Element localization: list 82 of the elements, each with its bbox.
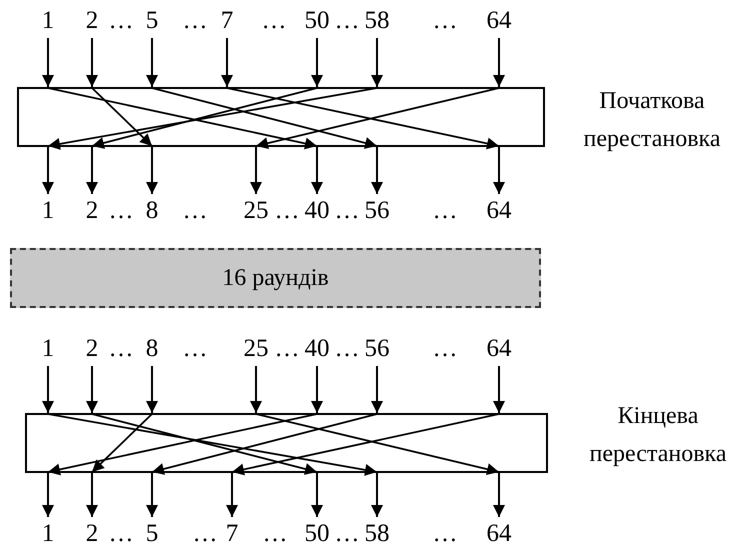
ellipsis: … xyxy=(432,8,458,34)
arrow xyxy=(42,473,54,517)
bit-position-number: 25 xyxy=(244,198,268,224)
bit-position-number: 1 xyxy=(42,336,54,362)
arrow xyxy=(371,473,383,517)
ellipsis: … xyxy=(108,198,134,224)
ellipsis: … xyxy=(262,8,286,34)
arrow xyxy=(311,473,323,517)
bit-position-number: 5 xyxy=(146,521,158,546)
block-label: 16 раундів xyxy=(222,264,329,292)
arrow xyxy=(86,366,98,413)
bit-position-number: 64 xyxy=(486,8,512,34)
arrow xyxy=(311,38,323,87)
bit-position-number: 50 xyxy=(304,521,330,546)
bit-position-number: 40 xyxy=(304,198,330,224)
bit-position-number: 1 xyxy=(42,198,54,224)
bit-position-number: 25 xyxy=(244,336,268,362)
arrow xyxy=(86,147,98,194)
ellipsis: … xyxy=(334,336,360,362)
arrow xyxy=(311,366,323,413)
arrow xyxy=(42,147,54,194)
bit-position-number: 7 xyxy=(220,8,234,34)
arrow xyxy=(146,473,158,517)
ellipsis: … xyxy=(182,336,208,362)
bit-position-number: 7 xyxy=(226,521,238,546)
ellipsis: … xyxy=(108,336,134,362)
rounds-block xyxy=(10,248,541,308)
ellipsis: … xyxy=(262,521,288,546)
bit-position-number: 2 xyxy=(86,521,98,546)
arrow xyxy=(226,473,238,517)
bit-position-number: 1 xyxy=(42,8,54,34)
ellipsis: … xyxy=(182,198,208,224)
ellipsis: … xyxy=(182,8,208,34)
arrow xyxy=(250,366,262,413)
arrow xyxy=(371,147,383,194)
bit-position-number: 8 xyxy=(146,336,158,362)
ellipsis: … xyxy=(432,336,458,362)
arrow xyxy=(86,38,98,87)
ellipsis: … xyxy=(108,8,134,34)
arrow xyxy=(493,38,505,87)
arrow xyxy=(493,366,505,413)
arrow xyxy=(250,147,262,194)
bit-position-number: 40 xyxy=(304,336,330,362)
bit-position-number: 64 xyxy=(486,521,512,546)
bit-position-number: 1 xyxy=(42,521,54,546)
arrow xyxy=(42,366,54,413)
ellipsis: … xyxy=(432,198,458,224)
arrow xyxy=(42,38,54,87)
bit-position-number: 58 xyxy=(364,8,390,34)
arrow xyxy=(493,147,505,194)
permutation-box xyxy=(17,87,545,147)
bit-position-number: 56 xyxy=(364,198,390,224)
bit-position-number: 56 xyxy=(364,336,390,362)
ellipsis: … xyxy=(108,521,134,546)
bit-position-number: 2 xyxy=(86,336,98,362)
permutation-box xyxy=(25,413,548,473)
box-caption: Кінцева перестановка xyxy=(588,402,728,469)
arrow xyxy=(371,38,383,87)
bit-position-number: 64 xyxy=(486,198,512,224)
ellipsis: … xyxy=(274,198,300,224)
ellipsis: … xyxy=(334,198,360,224)
arrow xyxy=(86,473,98,517)
bit-position-number: 8 xyxy=(146,198,158,224)
arrow xyxy=(493,473,505,517)
ellipsis: … xyxy=(334,521,360,546)
box-caption: Початкова перестановка xyxy=(582,87,722,154)
bit-position-number: 50 xyxy=(304,8,330,34)
arrow xyxy=(311,147,323,194)
arrow xyxy=(221,38,233,87)
bit-position-number: 5 xyxy=(146,8,158,34)
ellipsis: … xyxy=(432,521,458,546)
arrow xyxy=(146,366,158,413)
arrow xyxy=(146,147,158,194)
ellipsis: … xyxy=(192,521,218,546)
ellipsis: … xyxy=(274,336,300,362)
bit-position-number: 2 xyxy=(86,8,98,34)
arrow xyxy=(371,366,383,413)
bit-position-number: 58 xyxy=(364,521,390,546)
bit-position-number: 2 xyxy=(86,198,98,224)
arrow xyxy=(146,38,158,87)
ellipsis: … xyxy=(334,8,360,34)
bit-position-number: 64 xyxy=(486,336,512,362)
